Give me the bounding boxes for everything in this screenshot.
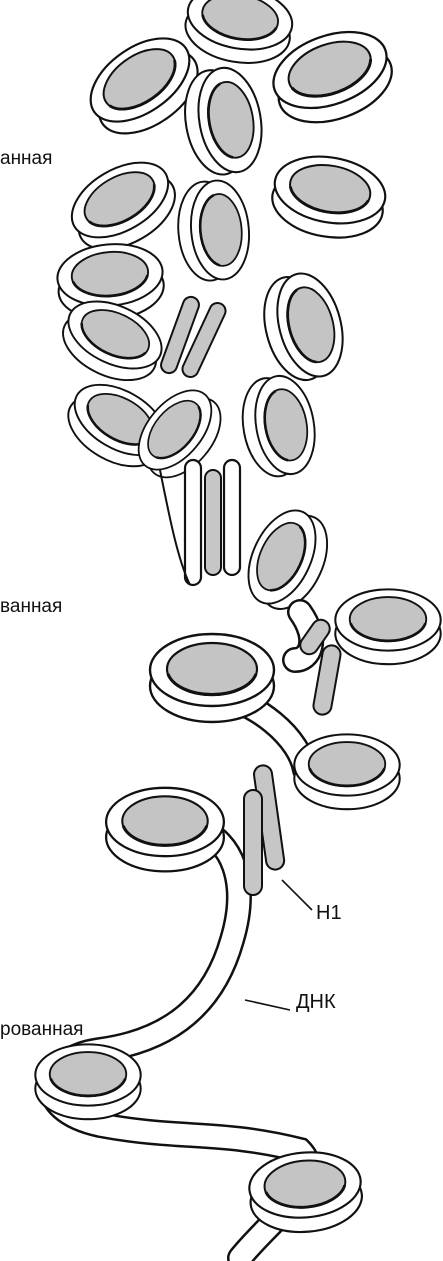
label-middle-left: ванная: [0, 597, 62, 616]
nucleosome-string: [35, 589, 440, 1258]
nucleosome: [235, 500, 341, 620]
label-dna: ДНК: [296, 992, 336, 1012]
nucleosome: [335, 589, 440, 664]
h1-leader-line: [282, 880, 312, 910]
dna-leader-line: [245, 1000, 290, 1010]
label-h1: H1: [316, 903, 342, 923]
chromatin-fiber-30nm: [52, 0, 402, 620]
histone-h1-rod: [244, 790, 262, 895]
nucleosome: [235, 371, 322, 481]
nucleosome: [150, 634, 274, 722]
nucleosome: [106, 788, 224, 872]
nucleosome: [254, 266, 354, 387]
nucleosome: [174, 178, 253, 283]
nucleosome: [294, 734, 399, 809]
nucleosome: [267, 148, 391, 245]
label-top-left: анная: [0, 149, 52, 168]
nucleosome: [35, 1044, 140, 1119]
label-bottom-left: рованная: [0, 1020, 83, 1039]
nucleosome: [247, 1148, 365, 1237]
nucleosome: [180, 0, 297, 71]
